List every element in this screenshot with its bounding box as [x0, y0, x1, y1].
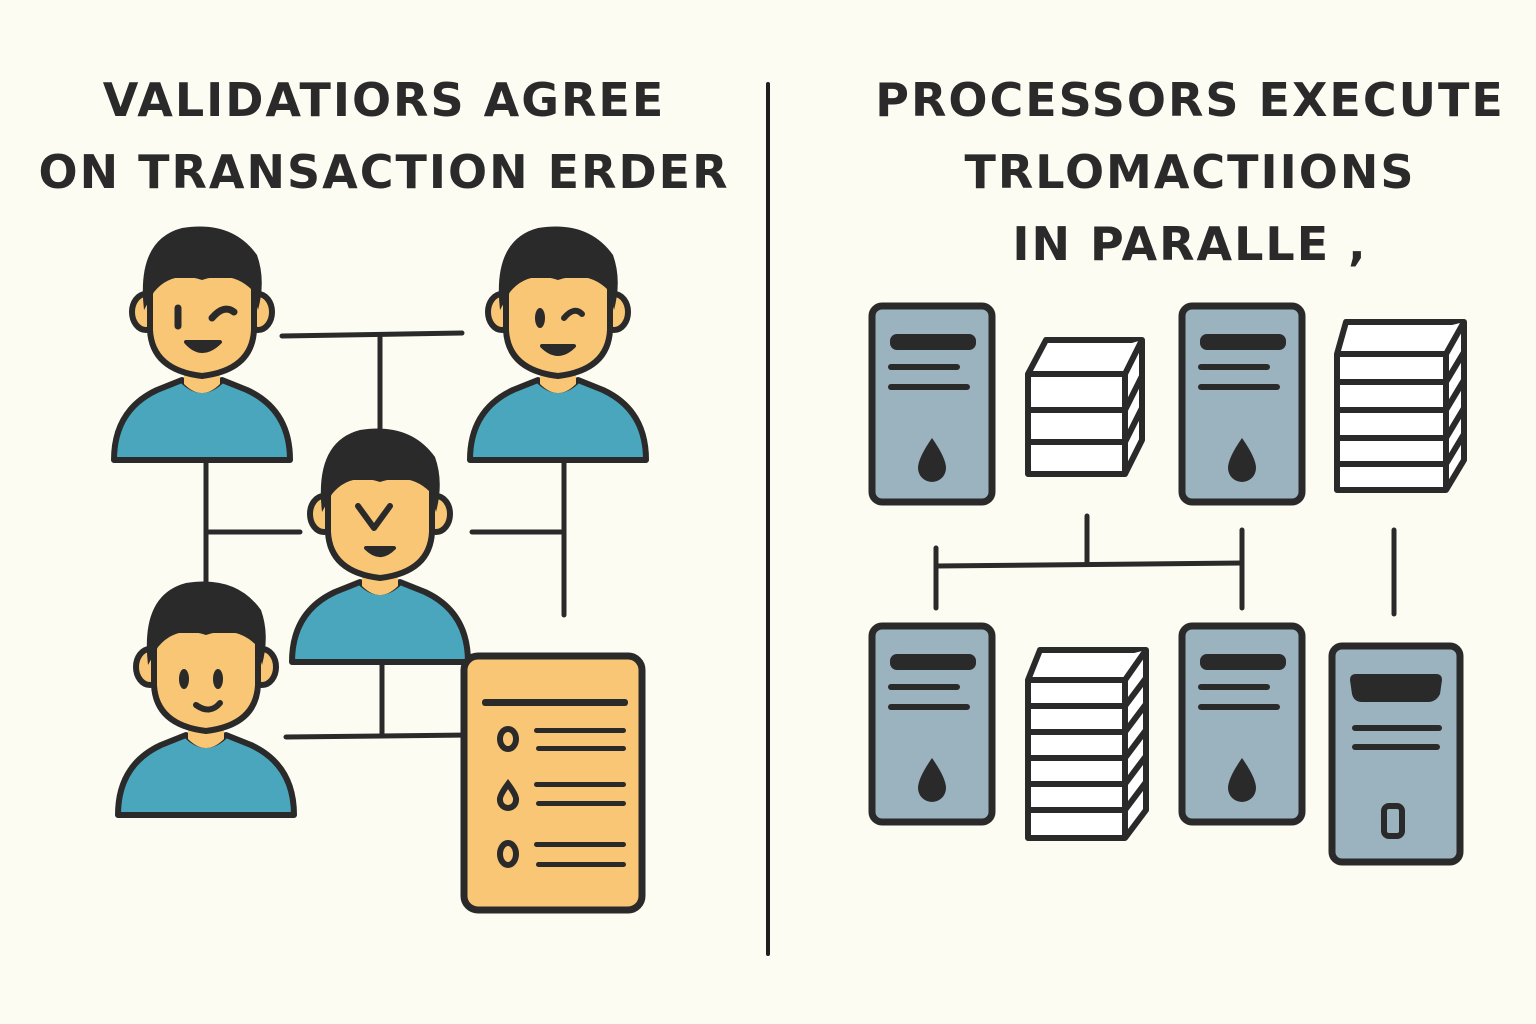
right-heading-line-1: PROCESSORS EXECUTE: [875, 73, 1505, 127]
validator-connectors: [203, 330, 567, 740]
left-heading-line-2: ON TRANSACTION ERDER: [38, 145, 730, 199]
storage-top-2: [1334, 319, 1467, 493]
smile-icon: [184, 340, 222, 353]
left-heading-line-1: VALIDATIORS AGREE: [102, 73, 666, 127]
eye-icon: [535, 308, 545, 328]
transaction-row: [496, 778, 626, 811]
processor-bottom-1: [872, 626, 992, 822]
processor-bottom-3: [1328, 642, 1464, 866]
right-heading-line-3: IN PARALLE ,: [1012, 217, 1368, 271]
processor-top-1: [872, 306, 992, 502]
transaction-row: [497, 840, 626, 868]
validator-bottom-left: [118, 582, 294, 815]
right-heading-line-2: TRLOMACTIIONS: [964, 145, 1416, 199]
panel-divider: [766, 82, 770, 956]
storage-bottom-1: [1025, 647, 1149, 841]
drive-slot-icon: [1381, 803, 1405, 839]
eye-icon: [213, 669, 223, 689]
validator-top-right: [470, 227, 646, 460]
wink-eye-icon: [208, 305, 238, 322]
smile-icon: [540, 344, 576, 356]
processor-bottom-2: [1182, 626, 1302, 822]
transaction-row: [497, 726, 626, 752]
validator-top-left: [114, 227, 290, 460]
processor-top-2: [1182, 306, 1302, 502]
processor-connectors: [933, 513, 1397, 617]
transaction-list-document: [460, 652, 646, 914]
validator-center: [292, 429, 468, 662]
wink-eye-icon: [561, 307, 585, 321]
left-heading: VALIDATIORS AGREE ON TRANSACTION ERDER: [20, 64, 748, 208]
eye-icon: [179, 669, 189, 689]
eyes-icon: [355, 503, 393, 531]
smile-icon: [193, 700, 223, 713]
storage-top-1: [1025, 337, 1145, 477]
right-heading: PROCESSORS EXECUTE TRLOMACTIIONS IN PARA…: [840, 64, 1536, 280]
smile-icon: [364, 546, 396, 557]
